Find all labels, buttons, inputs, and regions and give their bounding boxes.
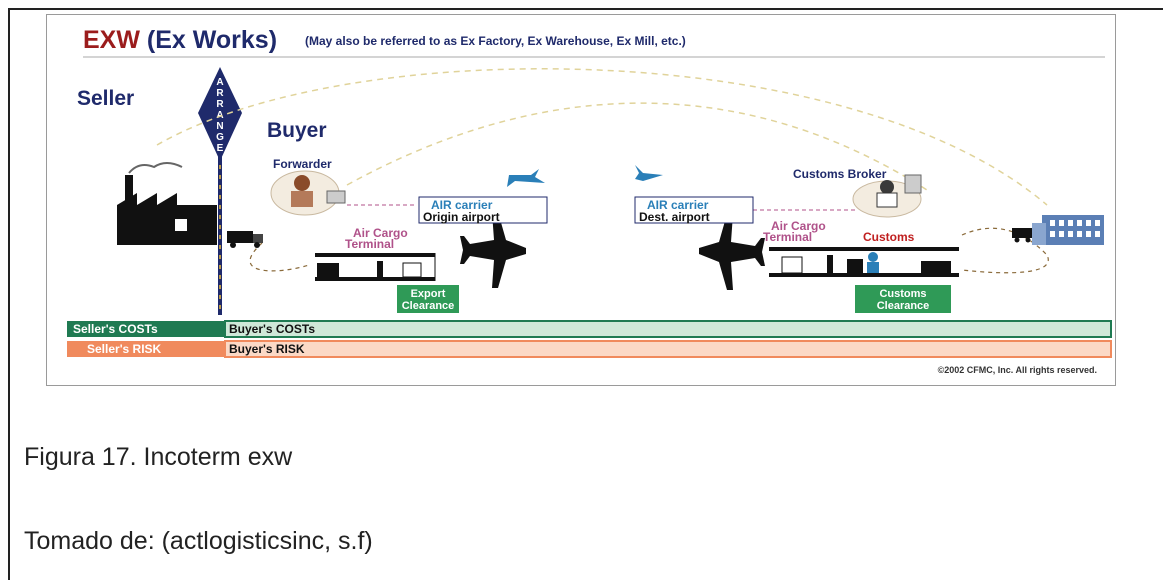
title-main: EXW (Ex Works) bbox=[83, 26, 277, 54]
buyer-costs-label: Buyer's COSTs bbox=[229, 322, 315, 336]
air-carrier-dest-airport: Dest. airport bbox=[639, 210, 710, 224]
buyer-risk-label: Buyer's RISK bbox=[229, 342, 305, 356]
arrange-diamond bbox=[198, 67, 242, 161]
truck-icon-right bbox=[1012, 228, 1032, 243]
truck-icon-left bbox=[227, 231, 263, 248]
seller-costs-bar bbox=[67, 321, 225, 337]
buyer-label: Buyer bbox=[267, 119, 327, 142]
terminal-left-icon bbox=[315, 253, 436, 281]
export-clearance-badge bbox=[397, 285, 459, 313]
truck-path-left bbox=[249, 242, 310, 272]
customs-label: Customs bbox=[863, 230, 915, 244]
export-clearance-line1: Export bbox=[411, 288, 446, 300]
title-sub: (May also be referred to as Ex Factory, … bbox=[305, 34, 686, 48]
plane-icon-left-small bbox=[507, 169, 545, 187]
customs-broker-person-icon bbox=[852, 174, 922, 218]
plane-icon-left-large bbox=[460, 212, 526, 288]
customs-broker-label: Customs Broker bbox=[793, 167, 887, 181]
svg-text:N: N bbox=[216, 121, 223, 132]
air-carrier-origin-box bbox=[418, 196, 548, 224]
plane-icon-right-small bbox=[635, 165, 663, 181]
svg-text:R: R bbox=[216, 99, 224, 110]
exw-figure: EXW (Ex Works) (May also be referred to … bbox=[46, 14, 1116, 386]
buyer-costs-bar bbox=[224, 320, 1112, 338]
customs-clearance-badge bbox=[855, 285, 951, 313]
seller-risk-label: Seller's RISK bbox=[87, 342, 162, 356]
svg-text:A: A bbox=[216, 77, 223, 88]
air-carrier-origin-title: AIR carrier bbox=[431, 198, 493, 212]
air-carrier-origin-airport: Origin airport bbox=[423, 210, 500, 224]
page-frame bbox=[8, 8, 1163, 580]
seller-risk-bar bbox=[67, 341, 225, 357]
terminal-left-line1: Air Cargo bbox=[353, 226, 408, 240]
terminal-right-line2: Terminal bbox=[763, 230, 812, 244]
export-clearance-line2: Clearance bbox=[402, 300, 455, 312]
arc-outer bbox=[156, 68, 1048, 206]
air-carrier-dest-title: AIR carrier bbox=[647, 198, 709, 212]
exw-diagram: EXW (Ex Works) (May also be referred to … bbox=[67, 26, 1112, 375]
warehouse-icon bbox=[1032, 215, 1104, 245]
seller-label: Seller bbox=[77, 87, 134, 110]
arc-inner bbox=[346, 102, 928, 191]
terminal-right-line1: Air Cargo bbox=[771, 219, 826, 233]
forwarder-person-icon bbox=[270, 170, 346, 216]
arrange-letters: A R R A N G E bbox=[216, 77, 224, 154]
terminal-right-icon bbox=[769, 247, 959, 277]
svg-text:R: R bbox=[216, 88, 224, 99]
seller-costs-label: Seller's COSTs bbox=[73, 322, 158, 336]
air-carrier-dest-box bbox=[634, 196, 754, 224]
buyer-risk-bar bbox=[224, 340, 1112, 358]
customs-clearance-line1: Customs bbox=[879, 288, 926, 300]
factory-icon bbox=[117, 162, 217, 245]
forwarder-label: Forwarder bbox=[273, 157, 332, 171]
customs-clearance-line2: Clearance bbox=[877, 300, 930, 312]
terminal-left-line2: Terminal bbox=[345, 237, 394, 251]
figure-caption: Figura 17. Incoterm exw bbox=[24, 443, 293, 471]
svg-text:A: A bbox=[216, 110, 223, 121]
svg-text:G: G bbox=[216, 132, 224, 143]
svg-text:E: E bbox=[217, 143, 224, 154]
plane-icon-right-large bbox=[699, 214, 765, 290]
figure-source: Tomado de: (actlogisticsinc, s.f) bbox=[24, 527, 373, 555]
copyright-text: ©2002 CFMC, Inc. All rights reserved. bbox=[938, 365, 1097, 375]
